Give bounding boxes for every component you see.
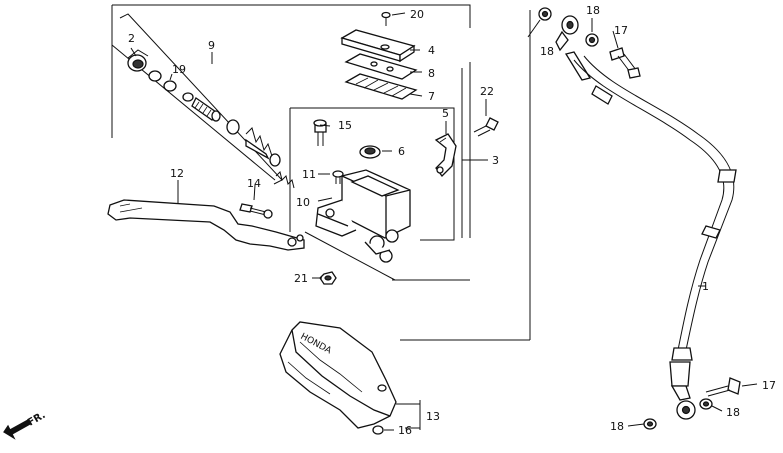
pushrod-end bbox=[182, 92, 194, 102]
bolt-14 bbox=[239, 203, 273, 219]
callout-4: 4 bbox=[428, 44, 435, 57]
front-label: FR. bbox=[26, 410, 48, 429]
callout-8: 8 bbox=[428, 67, 435, 80]
callout-12: 12 bbox=[170, 167, 184, 180]
callout-7: 7 bbox=[428, 90, 435, 103]
callout-2: 2 bbox=[128, 32, 135, 45]
diaphragm-plate bbox=[344, 53, 418, 80]
brake-lever bbox=[107, 199, 305, 251]
piston-kit bbox=[127, 49, 281, 167]
clamp-half bbox=[434, 133, 457, 177]
piston bbox=[191, 97, 221, 122]
callout-18-bottom-left: 18 bbox=[610, 420, 624, 433]
callout-19: 19 bbox=[172, 63, 186, 76]
callout-10: 10 bbox=[296, 196, 310, 209]
upper-hose-hardware bbox=[538, 7, 641, 79]
cap-screw bbox=[381, 11, 391, 26]
callout-3: 3 bbox=[492, 154, 499, 167]
brake-hose bbox=[555, 15, 737, 420]
piston-cup bbox=[226, 119, 240, 135]
handguard: HONDA bbox=[279, 321, 397, 435]
bushing-6 bbox=[359, 145, 381, 159]
callout-13: 13 bbox=[426, 410, 440, 423]
front-direction-indicator: FR. bbox=[3, 410, 48, 440]
callout-15: 15 bbox=[338, 119, 352, 132]
dust-boot bbox=[127, 49, 149, 72]
master-cylinder-body bbox=[315, 169, 411, 263]
banjo-bolt-top bbox=[609, 47, 641, 79]
bolt-22 bbox=[473, 117, 499, 137]
callout-17-bottom: 17 bbox=[762, 379, 776, 392]
callout-6: 6 bbox=[398, 145, 405, 158]
callout-18-top-right: 18 bbox=[586, 4, 600, 17]
piston-spring bbox=[245, 127, 273, 160]
reservoir-cap-stack bbox=[340, 11, 418, 100]
lower-hose-hardware bbox=[643, 377, 741, 430]
callout-11: 11 bbox=[302, 168, 316, 181]
return-spring bbox=[275, 171, 295, 189]
callout-9: 9 bbox=[208, 39, 215, 52]
callout-22: 22 bbox=[480, 85, 494, 98]
callout-20: 20 bbox=[410, 8, 424, 21]
washer bbox=[163, 80, 177, 92]
bolt-11 bbox=[332, 170, 344, 184]
callout-18-bottom-right: 18 bbox=[726, 406, 740, 419]
callout-16: 16 bbox=[398, 424, 412, 437]
callout-17-top: 17 bbox=[614, 24, 628, 37]
callout-18-top-left: 18 bbox=[540, 45, 554, 58]
spring-seat bbox=[269, 153, 281, 167]
callout-labels: 2 9 19 20 4 8 7 5 6 22 3 15 11 10 12 14 … bbox=[128, 4, 776, 437]
circlip bbox=[148, 70, 162, 82]
banjo-bolt-bottom bbox=[705, 377, 741, 397]
leader-lines bbox=[130, 12, 758, 431]
callout-14: 14 bbox=[247, 177, 261, 190]
callout-5: 5 bbox=[442, 107, 449, 120]
callout-1: 1 bbox=[702, 280, 709, 293]
nut-21 bbox=[319, 271, 337, 285]
callout-21: 21 bbox=[294, 272, 308, 285]
front-arrow-icon bbox=[3, 419, 31, 440]
pivot-bolt bbox=[313, 119, 327, 146]
